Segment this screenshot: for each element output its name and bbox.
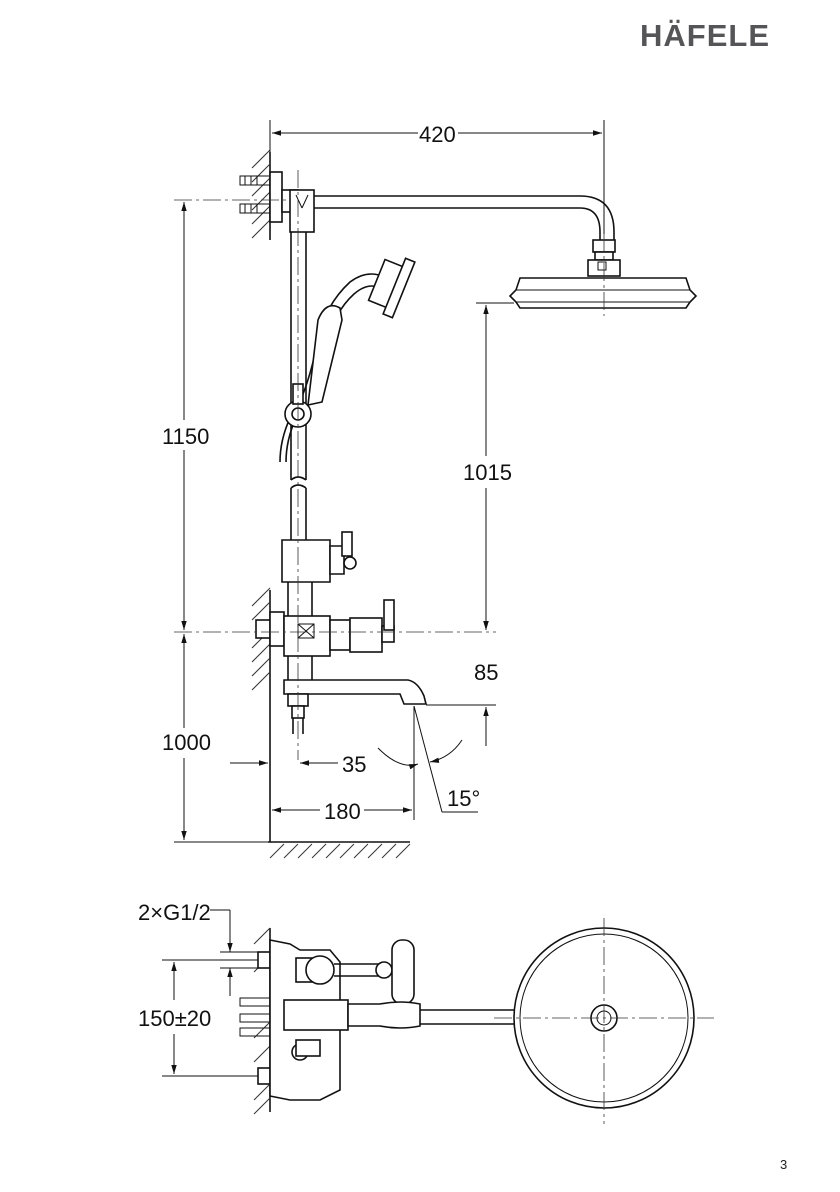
- dim-spout-angle: 15°: [447, 786, 480, 811]
- mixer-body: [256, 600, 394, 680]
- hand-shower-top: [334, 940, 414, 1004]
- dim-inlet-spacing: 150±20: [138, 1006, 211, 1031]
- rain-shower-head: [510, 278, 696, 308]
- page-number: 3: [780, 1157, 787, 1172]
- riser-pipe: [290, 190, 314, 540]
- dim-wall-offset: 35: [342, 752, 366, 777]
- center-lines: [174, 170, 604, 760]
- wall-hatch-top: [252, 150, 270, 240]
- dim-overall-height: 1150: [162, 424, 209, 449]
- dim-spout-offset: 85: [474, 660, 498, 685]
- shower-head-top: [494, 918, 714, 1124]
- top-view-dimensions: [162, 910, 258, 1076]
- top-view: 2×G1/2 150±20: [138, 900, 714, 1124]
- inlets: [240, 952, 270, 1084]
- overhead-arm: [314, 196, 620, 276]
- floor-hatch: [268, 842, 410, 858]
- side-view: 420 1150 1015 85 1000 35 180 15°: [162, 120, 696, 858]
- dim-head-height: 1015: [463, 460, 512, 485]
- hand-shower: [280, 258, 415, 462]
- bath-spout: [284, 680, 426, 734]
- dim-mixer-height: 1000: [162, 730, 211, 755]
- dim-spout-projection: 180: [324, 799, 361, 824]
- dimension-lines: [174, 120, 604, 842]
- dim-inlet-thread: 2×G1/2: [138, 900, 211, 925]
- dim-rail-reach: 420: [419, 122, 456, 147]
- diverter-body: [282, 532, 356, 620]
